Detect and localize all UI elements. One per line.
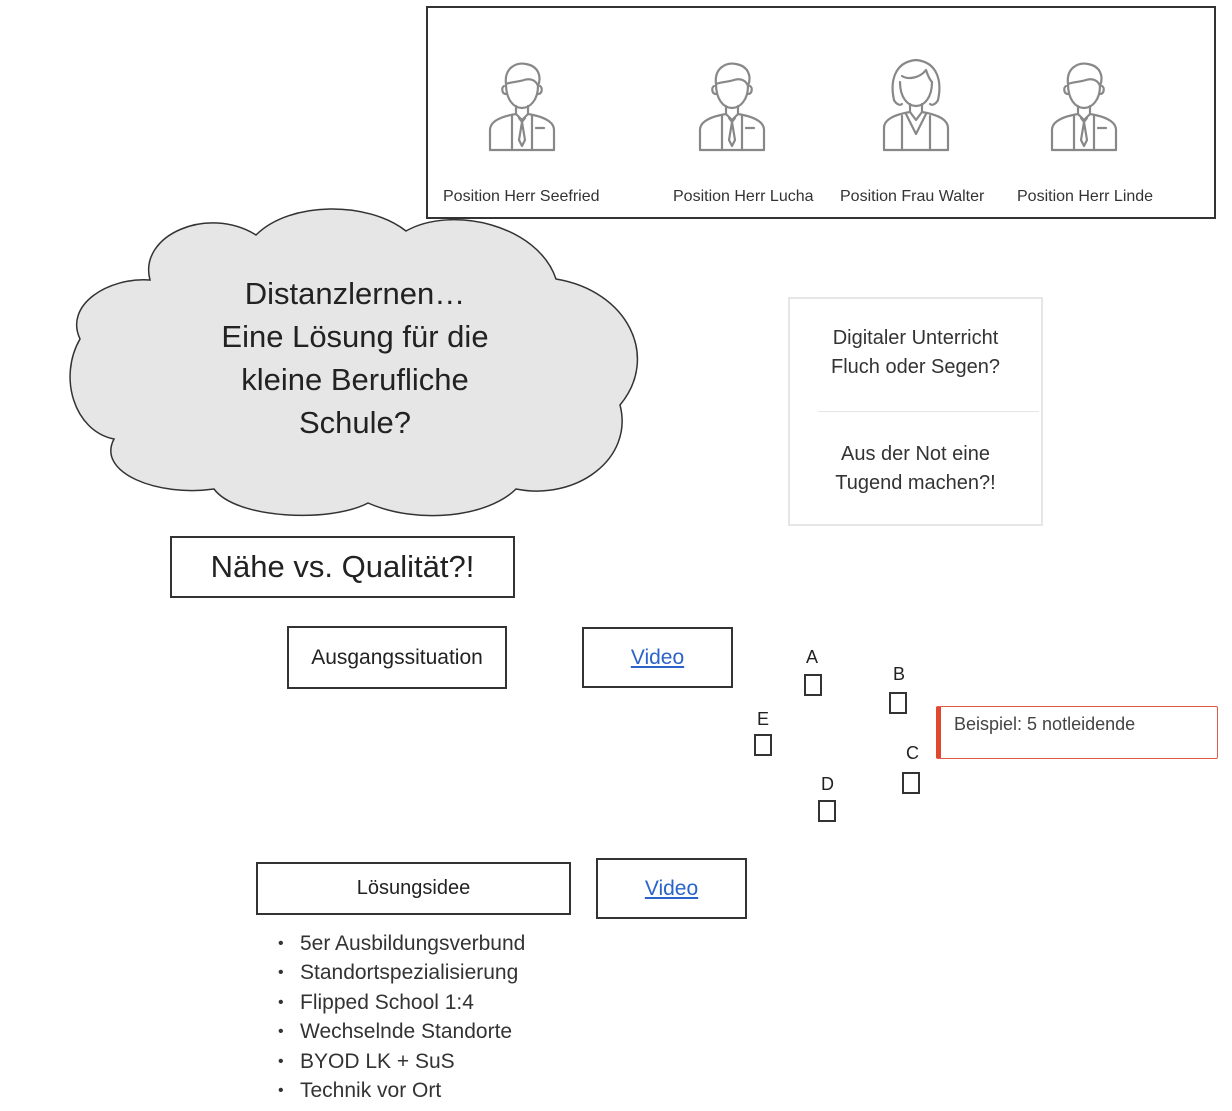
quote-divider [818, 411, 1039, 412]
woman-icon [882, 58, 950, 152]
naehe-title-box: Nähe vs. Qualität?! [170, 536, 515, 598]
bullet-icon: • [278, 1023, 284, 1041]
person-label-linde: Position Herr Linde [1017, 188, 1154, 205]
quote-top-line: Digitaler Unterricht [832, 327, 999, 349]
school-label-e: E [757, 709, 770, 729]
man-icon [698, 62, 766, 152]
quote-box: Digitaler Unterricht Fluch oder Segen? A… [788, 297, 1043, 526]
example-callout: Beispiel: 5 notleidende [936, 706, 1218, 759]
quote-bottom-line: Tugend machen?! [835, 472, 996, 494]
quote-top: Digitaler Unterricht Fluch oder Segen? [790, 324, 1041, 382]
loesungsidee-label: Lösungsidee [356, 877, 471, 899]
school-label-c: C [906, 743, 919, 763]
video-box-1: Video [582, 627, 733, 688]
list-item-text: Flipped School 1:4 [300, 990, 474, 1014]
ausgangssituation-label: Ausgangssituation [311, 645, 483, 669]
list-item-text: Wechselnde Standorte [300, 1020, 513, 1044]
cloud-line: kleine Berufliche [241, 362, 469, 397]
bullet-icon: • [278, 935, 284, 952]
list-item-text: Technik vor Ort [300, 1079, 442, 1103]
bullet-icon: • [278, 993, 284, 1011]
person-label-lucha: Position Herr Lucha [673, 188, 814, 205]
idea-list: • 5er Ausbildungsverbund • Standortspezial… [278, 929, 525, 1105]
school-square-c [902, 772, 920, 794]
school-square-b [889, 692, 907, 714]
school-label-a: A [806, 647, 819, 667]
cloud-text: Distanzlernen… Eine Lösung für die klein… [170, 272, 540, 444]
thought-cloud [69, 208, 638, 517]
school-square-d [818, 800, 836, 822]
callout-text: Beispiel: 5 notleidende [954, 714, 1136, 734]
quote-bottom-line: Aus der Not eine [841, 443, 990, 465]
cloud-line: Eine Lösung für die [221, 319, 489, 354]
ausgangssituation-box[interactable]: Ausgangssituation [287, 626, 507, 689]
list-item-text: BYOD LK + SuS [300, 1049, 455, 1073]
school-square-e [754, 734, 772, 756]
list-item: • Flipped School 1:4 [278, 988, 525, 1017]
cloud-line: Distanzlernen… [244, 276, 466, 311]
list-item: • 5er Ausbildungsverbund [278, 929, 525, 958]
list-item-text: 5er Ausbildungsverbund [300, 932, 526, 955]
naehe-title: Nähe vs. Qualität?! [210, 549, 475, 584]
list-item: • Technik vor Ort [278, 1076, 525, 1105]
bullet-icon: • [278, 964, 284, 982]
video-link-1[interactable]: Video [630, 645, 685, 669]
school-label-b: B [893, 664, 906, 684]
bullet-icon: • [278, 1082, 284, 1100]
bullet-icon: • [278, 1052, 284, 1070]
person-label-seefried: Position Herr Seefried [443, 188, 600, 205]
quote-bottom: Aus der Not eine Tugend machen?! [790, 440, 1041, 498]
cloud-line: Schule? [298, 405, 412, 440]
video-box-2: Video [596, 858, 747, 919]
list-item-text: Standortspezialisierung [300, 961, 519, 985]
people-panel: Position Herr Seefried Position Herr Luc… [426, 6, 1216, 219]
person-label-walter: Position Frau Walter [840, 188, 985, 205]
loesungsidee-box[interactable]: Lösungsidee [256, 862, 571, 915]
man-icon [488, 62, 556, 152]
school-square-a [804, 674, 822, 696]
man-icon [1050, 62, 1118, 152]
list-item: • BYOD LK + SuS [278, 1047, 525, 1076]
list-item: • Wechselnde Standorte [278, 1017, 525, 1046]
list-item: • Standortspezialisierung [278, 958, 525, 987]
school-label-d: D [821, 774, 834, 794]
video-link-2[interactable]: Video [644, 876, 699, 900]
quote-top-line: Fluch oder Segen? [830, 356, 1000, 378]
